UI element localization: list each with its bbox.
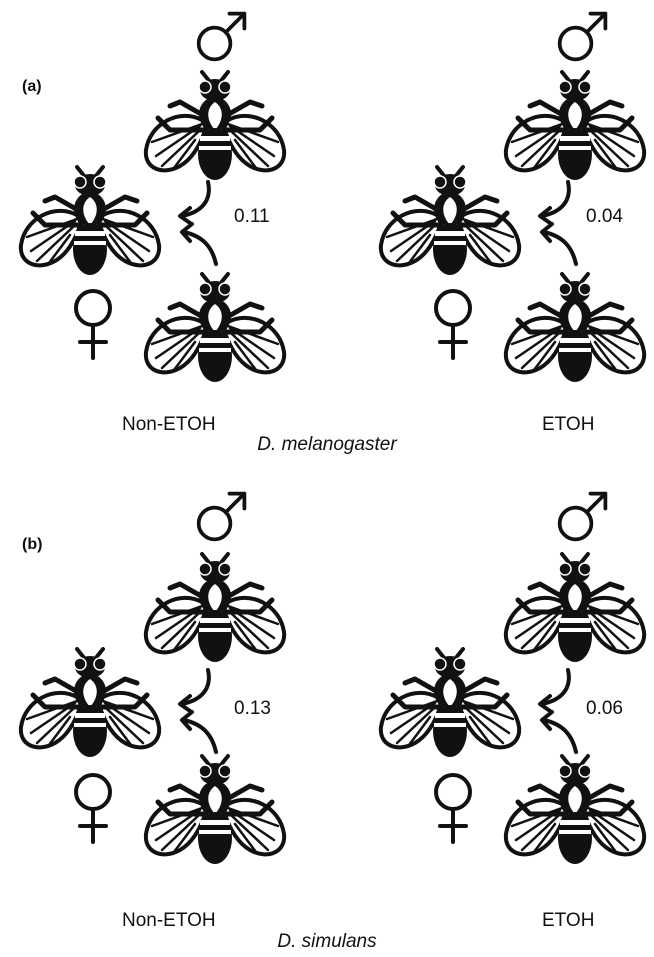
male-symbol-icon bbox=[194, 8, 250, 64]
condition-label: ETOH bbox=[542, 414, 594, 436]
fruit-fly-icon-focal bbox=[375, 163, 525, 283]
female-symbol-icon bbox=[428, 770, 478, 850]
species-label: D. melanogaster bbox=[0, 434, 654, 456]
panel-a: (a) 0.11 Non-ETOH 0.04 ETOH D. melanogas… bbox=[0, 0, 654, 478]
panel-label: (b) bbox=[22, 536, 42, 554]
condition-label: ETOH bbox=[542, 910, 594, 932]
curved-arrow-icon-down bbox=[528, 176, 588, 226]
fruit-fly-icon-female bbox=[500, 752, 650, 872]
female-symbol-icon bbox=[68, 286, 118, 366]
interaction-value: 0.13 bbox=[234, 698, 271, 720]
curved-arrow-icon-up bbox=[530, 220, 590, 270]
male-symbol-icon bbox=[555, 8, 611, 64]
fruit-fly-icon-female bbox=[140, 270, 290, 390]
male-symbol-icon bbox=[194, 488, 250, 544]
species-label: D. simulans bbox=[0, 931, 654, 953]
condition-label: Non-ETOH bbox=[122, 414, 216, 436]
female-symbol-icon bbox=[428, 286, 478, 366]
fruit-fly-icon-female bbox=[140, 752, 290, 872]
condition-label: Non-ETOH bbox=[122, 910, 216, 932]
interaction-value: 0.06 bbox=[586, 698, 623, 720]
fruit-fly-icon-focal bbox=[375, 645, 525, 765]
curved-arrow-icon-up bbox=[170, 708, 230, 758]
interaction-value: 0.11 bbox=[234, 206, 270, 228]
fruit-fly-icon-focal bbox=[15, 645, 165, 765]
male-symbol-icon bbox=[555, 488, 611, 544]
panel-b: (b) 0.13 Non-ETOH 0.06 ETOH D. simulans bbox=[0, 478, 654, 956]
interaction-value: 0.04 bbox=[586, 206, 623, 228]
curved-arrow-icon-down bbox=[528, 664, 588, 714]
female-symbol-icon bbox=[68, 770, 118, 850]
curved-arrow-icon-down bbox=[168, 176, 228, 226]
curved-arrow-icon-down bbox=[168, 664, 228, 714]
curved-arrow-icon-up bbox=[530, 708, 590, 758]
curved-arrow-icon-up bbox=[170, 220, 230, 270]
fruit-fly-icon-female bbox=[500, 270, 650, 390]
panel-label: (a) bbox=[22, 78, 42, 96]
fruit-fly-icon-focal bbox=[15, 163, 165, 283]
